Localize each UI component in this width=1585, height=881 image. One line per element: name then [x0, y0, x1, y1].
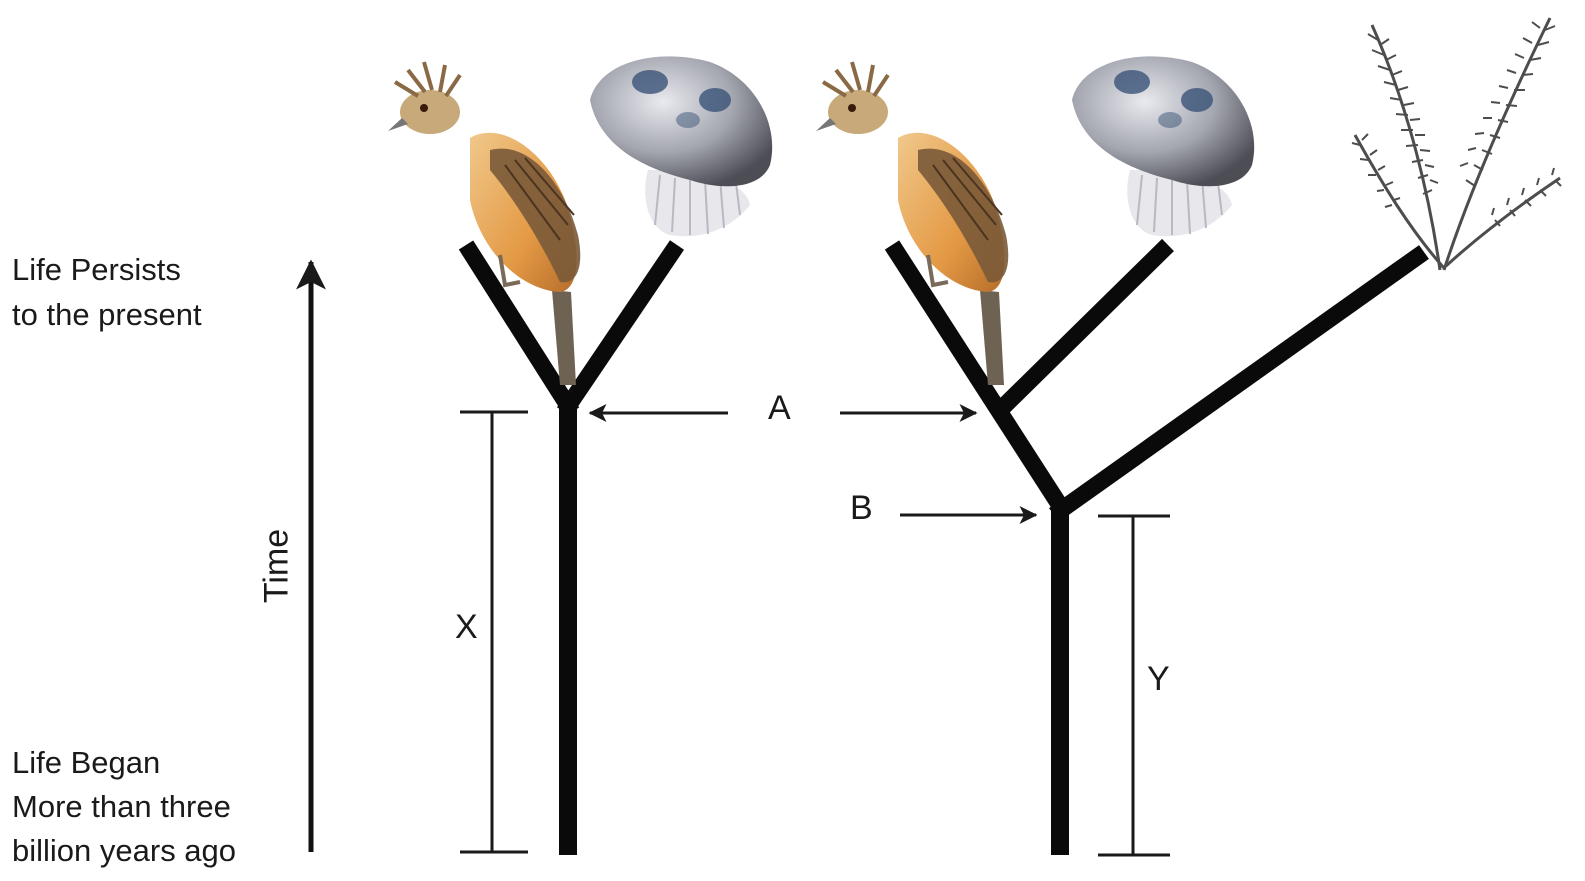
time-axis-label: Time [258, 529, 297, 603]
node-label-b: B [850, 486, 873, 530]
left-branch-jellyfish [564, 245, 677, 412]
origin-caption-line-1: Life Began [12, 741, 160, 785]
origin-caption-line-3: billion years ago [12, 829, 236, 873]
bird-illustration-left [388, 62, 580, 385]
interval-label-y: Y [1147, 657, 1170, 701]
fern-illustration [1352, 18, 1561, 270]
interval-label-x: X [455, 605, 478, 649]
jellyfish-illustration-left [590, 56, 772, 236]
bird-illustration-right [816, 62, 1008, 385]
right-branch-jellyfish [998, 245, 1168, 412]
jellyfish-illustration-right [1072, 56, 1254, 236]
right-tree [892, 245, 1424, 855]
origin-caption-line-2: More than three [12, 785, 231, 829]
node-label-a: A [768, 386, 791, 430]
present-caption-line-2: to the present [12, 293, 202, 337]
present-caption-line-1: Life Persists [12, 248, 181, 292]
